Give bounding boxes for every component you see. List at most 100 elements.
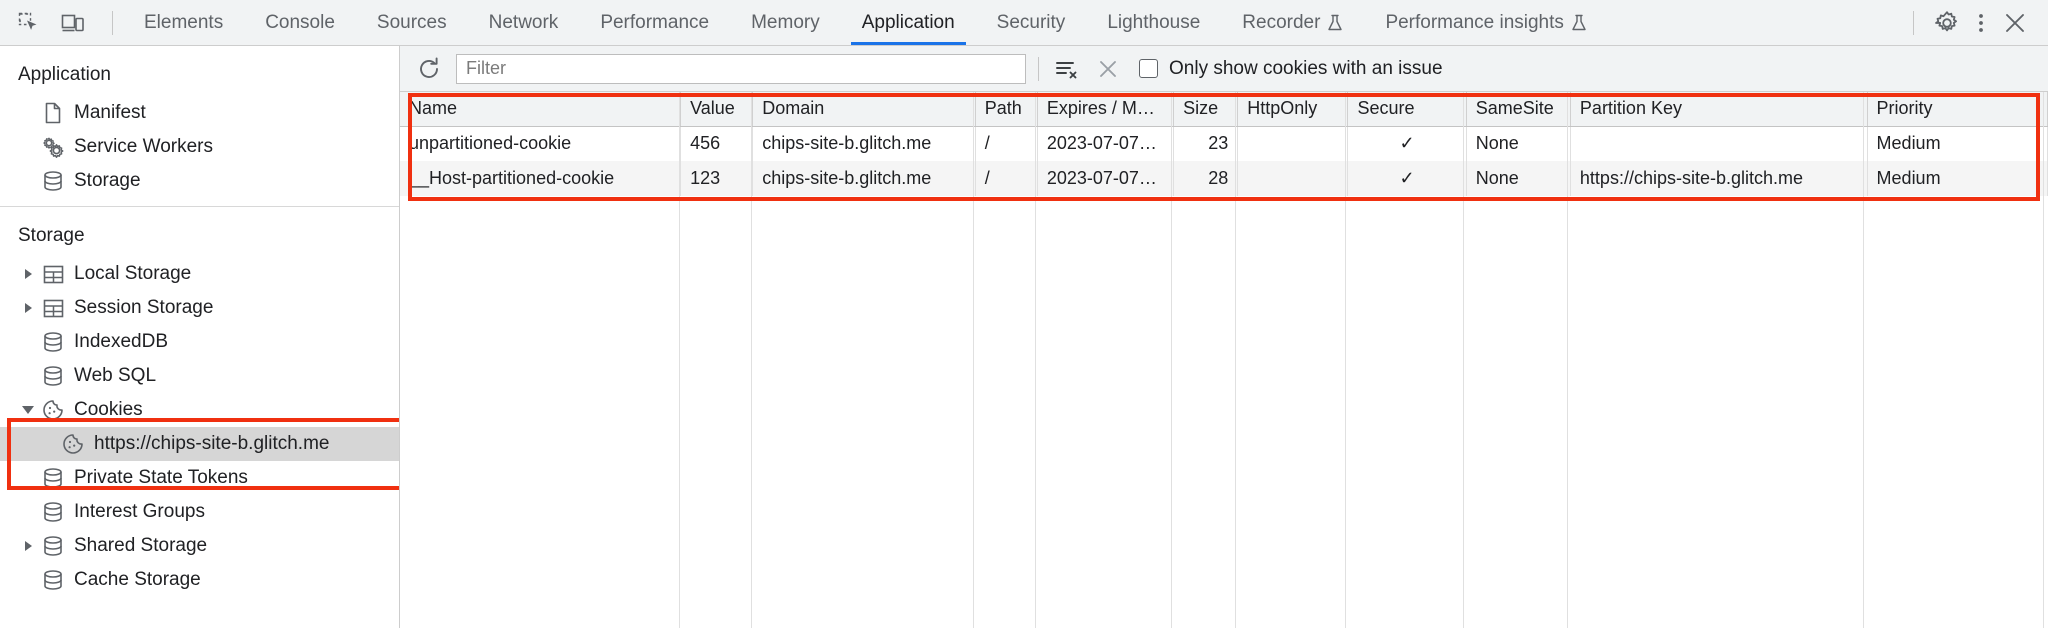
chevron-right-icon[interactable] <box>18 529 38 563</box>
sidebar-item-label: https://chips-site-b.glitch.me <box>94 433 330 454</box>
column-header-samesite[interactable]: SameSite <box>1466 92 1571 127</box>
sidebar-group-storage: Storage Local Storage <box>0 206 399 605</box>
sidebar-group-title-storage: Storage <box>18 225 85 246</box>
three-dots-vertical-icon[interactable] <box>1966 8 1996 38</box>
gears-icon <box>38 136 68 158</box>
cell-secure: ✓ <box>1347 161 1467 196</box>
checkbox-box[interactable] <box>1139 59 1158 78</box>
chevron-right-icon[interactable] <box>18 291 38 325</box>
sidebar-item-local-storage[interactable]: Local Storage <box>0 257 399 291</box>
database-icon <box>38 467 68 489</box>
sidebar-group-title-application: Application <box>18 64 111 85</box>
database-icon <box>38 365 68 387</box>
table-row[interactable]: __Host-partitioned-cookie 123 chips-site… <box>400 161 2048 196</box>
sidebar-item-label: Cookies <box>74 399 143 420</box>
column-header-name[interactable]: Name <box>400 92 682 127</box>
database-icon <box>38 501 68 523</box>
tab-memory[interactable]: Memory <box>730 0 841 45</box>
column-header-value[interactable]: Value <box>680 92 754 127</box>
panel-tabs: Elements Console Sources Network Perform… <box>123 0 1608 45</box>
tab-performance[interactable]: Performance <box>579 0 730 45</box>
sidebar-group-application: Application Manifest <box>0 46 399 206</box>
tab-network[interactable]: Network <box>468 0 580 45</box>
tab-label: Network <box>488 11 559 33</box>
table-header-row: Name Value Domain Path Expires / M… Size… <box>400 92 2048 127</box>
sidebar-item-storage[interactable]: Storage <box>0 164 399 198</box>
tab-security[interactable]: Security <box>976 0 1087 45</box>
tab-label: Recorder <box>1242 11 1321 33</box>
cell-partition-key: https://chips-site-b.glitch.me <box>1570 161 1868 196</box>
cell-secure: ✓ <box>1347 126 1467 161</box>
cell-size: 28 <box>1173 161 1239 196</box>
toolbar-divider <box>112 10 113 35</box>
search-input[interactable] <box>456 53 1026 84</box>
tab-elements[interactable]: Elements <box>123 0 244 45</box>
column-header-httponly[interactable]: HttpOnly <box>1237 92 1349 127</box>
only-issues-checkbox[interactable]: Only show cookies with an issue <box>1139 58 1443 80</box>
database-icon <box>38 331 68 353</box>
sidebar-item-service-workers[interactable]: Service Workers <box>0 130 399 164</box>
tab-bar-right-icons <box>1907 8 2048 38</box>
clear-x-icon[interactable] <box>1093 54 1123 84</box>
sidebar-item-label: Web SQL <box>74 365 157 386</box>
sidebar-item-indexeddb[interactable]: IndexedDB <box>0 325 399 359</box>
refresh-icon[interactable] <box>414 54 444 84</box>
cell-domain: chips-site-b.glitch.me <box>752 126 976 161</box>
tab-sources[interactable]: Sources <box>356 0 468 45</box>
table-icon <box>38 264 68 285</box>
tab-lighthouse[interactable]: Lighthouse <box>1086 0 1221 45</box>
table-icon <box>38 298 68 319</box>
chevron-right-icon[interactable] <box>18 257 38 291</box>
sidebar-item-label: Manifest <box>74 102 146 123</box>
tab-label: Memory <box>751 11 820 33</box>
clear-filtered-icon[interactable] <box>1051 54 1081 84</box>
sidebar-item-web-sql[interactable]: Web SQL <box>0 359 399 393</box>
table-row[interactable]: unpartitioned-cookie 456 chips-site-b.gl… <box>400 126 2048 161</box>
column-header-domain[interactable]: Domain <box>752 92 976 127</box>
cookie-icon <box>38 399 68 421</box>
tab-label: Lighthouse <box>1107 11 1201 33</box>
sidebar-item-manifest[interactable]: Manifest <box>0 96 399 130</box>
column-header-partition-key[interactable]: Partition Key <box>1570 92 1868 127</box>
chevron-down-icon[interactable] <box>18 393 38 427</box>
column-header-secure[interactable]: Secure <box>1347 92 1467 127</box>
tab-label: Security <box>996 11 1066 33</box>
tab-performance-insights[interactable]: Performance insights <box>1364 0 1607 45</box>
tab-console[interactable]: Console <box>244 0 356 45</box>
sidebar-item-cookies[interactable]: Cookies <box>0 393 399 427</box>
sidebar-item-label: Shared Storage <box>74 535 208 556</box>
device-toolbar-icon[interactable] <box>58 8 88 38</box>
column-header-size[interactable]: Size <box>1173 92 1239 127</box>
sidebar-item-cookie-origin[interactable]: https://chips-site-b.glitch.me <box>0 427 399 461</box>
tab-label: Application <box>861 11 955 33</box>
cell-httponly <box>1237 126 1349 161</box>
sidebar-item-shared-storage[interactable]: Shared Storage <box>0 529 399 563</box>
devtools-tab-bar: Elements Console Sources Network Perform… <box>0 0 2048 46</box>
cell-value: 123 <box>680 161 754 196</box>
cookies-filter-toolbar: Only show cookies with an issue <box>400 46 2048 92</box>
cell-domain: chips-site-b.glitch.me <box>752 161 976 196</box>
database-icon <box>38 535 68 557</box>
sidebar-item-session-storage[interactable]: Session Storage <box>0 291 399 325</box>
sidebar-item-label: Private State Tokens <box>74 467 248 488</box>
sidebar-item-label: Session Storage <box>74 297 214 318</box>
devtools-body: Application Manifest <box>0 46 2048 628</box>
inspect-cursor-icon[interactable] <box>14 8 44 38</box>
cell-value: 456 <box>680 126 754 161</box>
tab-recorder[interactable]: Recorder <box>1221 0 1364 45</box>
sidebar-item-label: Service Workers <box>74 136 214 157</box>
sidebar-item-private-state-tokens[interactable]: Private State Tokens <box>0 461 399 495</box>
column-header-expires[interactable]: Expires / M… <box>1037 92 1175 127</box>
sidebar-item-label: Interest Groups <box>74 501 205 522</box>
cookies-table: Name Value Domain Path Expires / M… Size… <box>400 92 2048 196</box>
sidebar-item-cache-storage[interactable]: Cache Storage <box>0 563 399 597</box>
sidebar-item-interest-groups[interactable]: Interest Groups <box>0 495 399 529</box>
column-header-path[interactable]: Path <box>975 92 1038 127</box>
experiment-flask-icon <box>1327 14 1343 32</box>
column-header-priority[interactable]: Priority <box>1867 92 2048 127</box>
close-x-icon[interactable] <box>2000 8 2030 38</box>
gear-icon[interactable] <box>1932 8 1962 38</box>
sidebar-item-label: IndexedDB <box>74 331 169 352</box>
toolbar-divider <box>1038 56 1039 81</box>
tab-application[interactable]: Application <box>841 0 976 45</box>
